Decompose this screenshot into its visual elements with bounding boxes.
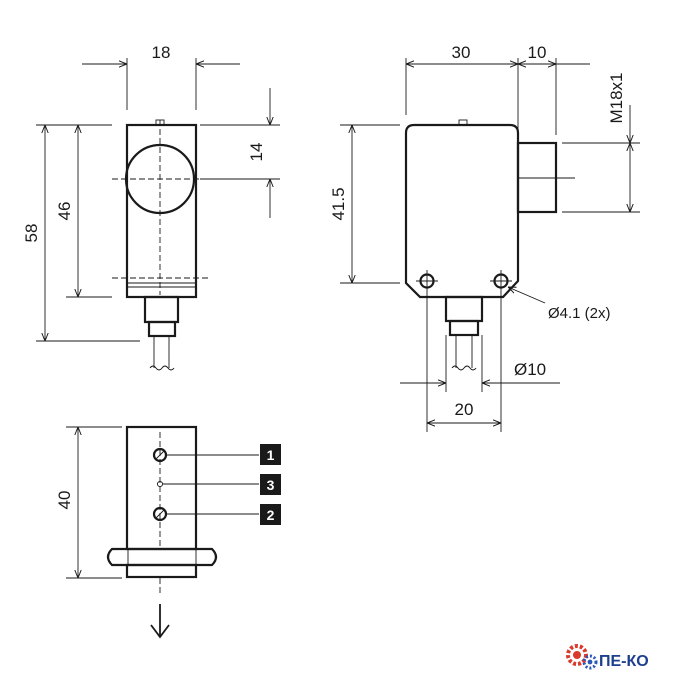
terminal-screw-1 <box>152 447 168 463</box>
bottom-housing <box>125 425 198 551</box>
dim-hole-spacing: 20 <box>455 400 474 419</box>
gear-icon <box>566 644 598 670</box>
pin-badge-2 <box>260 504 281 525</box>
pin-badge-1 <box>260 444 281 465</box>
front-view: 18 14 46 58 <box>22 43 280 371</box>
side-housing <box>404 123 520 299</box>
terminal-point-3 <box>156 480 164 488</box>
dim-front-height-46: 46 <box>55 202 74 221</box>
dim-overall-height-58: 58 <box>22 224 41 243</box>
dim-connector-length-10: 10 <box>528 43 547 62</box>
dim-thread: M18x1 <box>607 72 626 123</box>
dim-side-height: 41.5 <box>329 187 348 220</box>
terminal-screw-2 <box>152 506 168 522</box>
pin-badge-3 <box>260 474 281 495</box>
mounting-nut <box>106 547 218 567</box>
side-cable-gland <box>444 295 484 323</box>
dim-cable-diameter: Ø10 <box>514 360 546 379</box>
side-view: 30 10 M18x1 41.5 Ø4.1 (2x) Ø10 20 <box>329 43 640 432</box>
pin-label-1: 1 <box>267 447 275 463</box>
brand-logo: ПЕ-КО <box>566 644 649 670</box>
dim-bottom-height-40: 40 <box>55 491 74 510</box>
front-housing <box>125 123 198 299</box>
dim-mount-holes: Ø4.1 (2x) <box>548 305 611 322</box>
brand-text: ПЕ-КО <box>599 653 649 670</box>
front-cable-gland <box>143 295 180 324</box>
side-thread-connector <box>516 141 558 214</box>
dim-front-width: 18 <box>152 43 171 62</box>
pin-label-2: 2 <box>267 507 275 523</box>
bottom-view: 1 3 2 40 <box>55 425 281 639</box>
dim-side-depth-30: 30 <box>452 43 471 62</box>
dim-lens-offset: 14 <box>247 143 266 162</box>
pin-label-3: 3 <box>267 477 275 493</box>
